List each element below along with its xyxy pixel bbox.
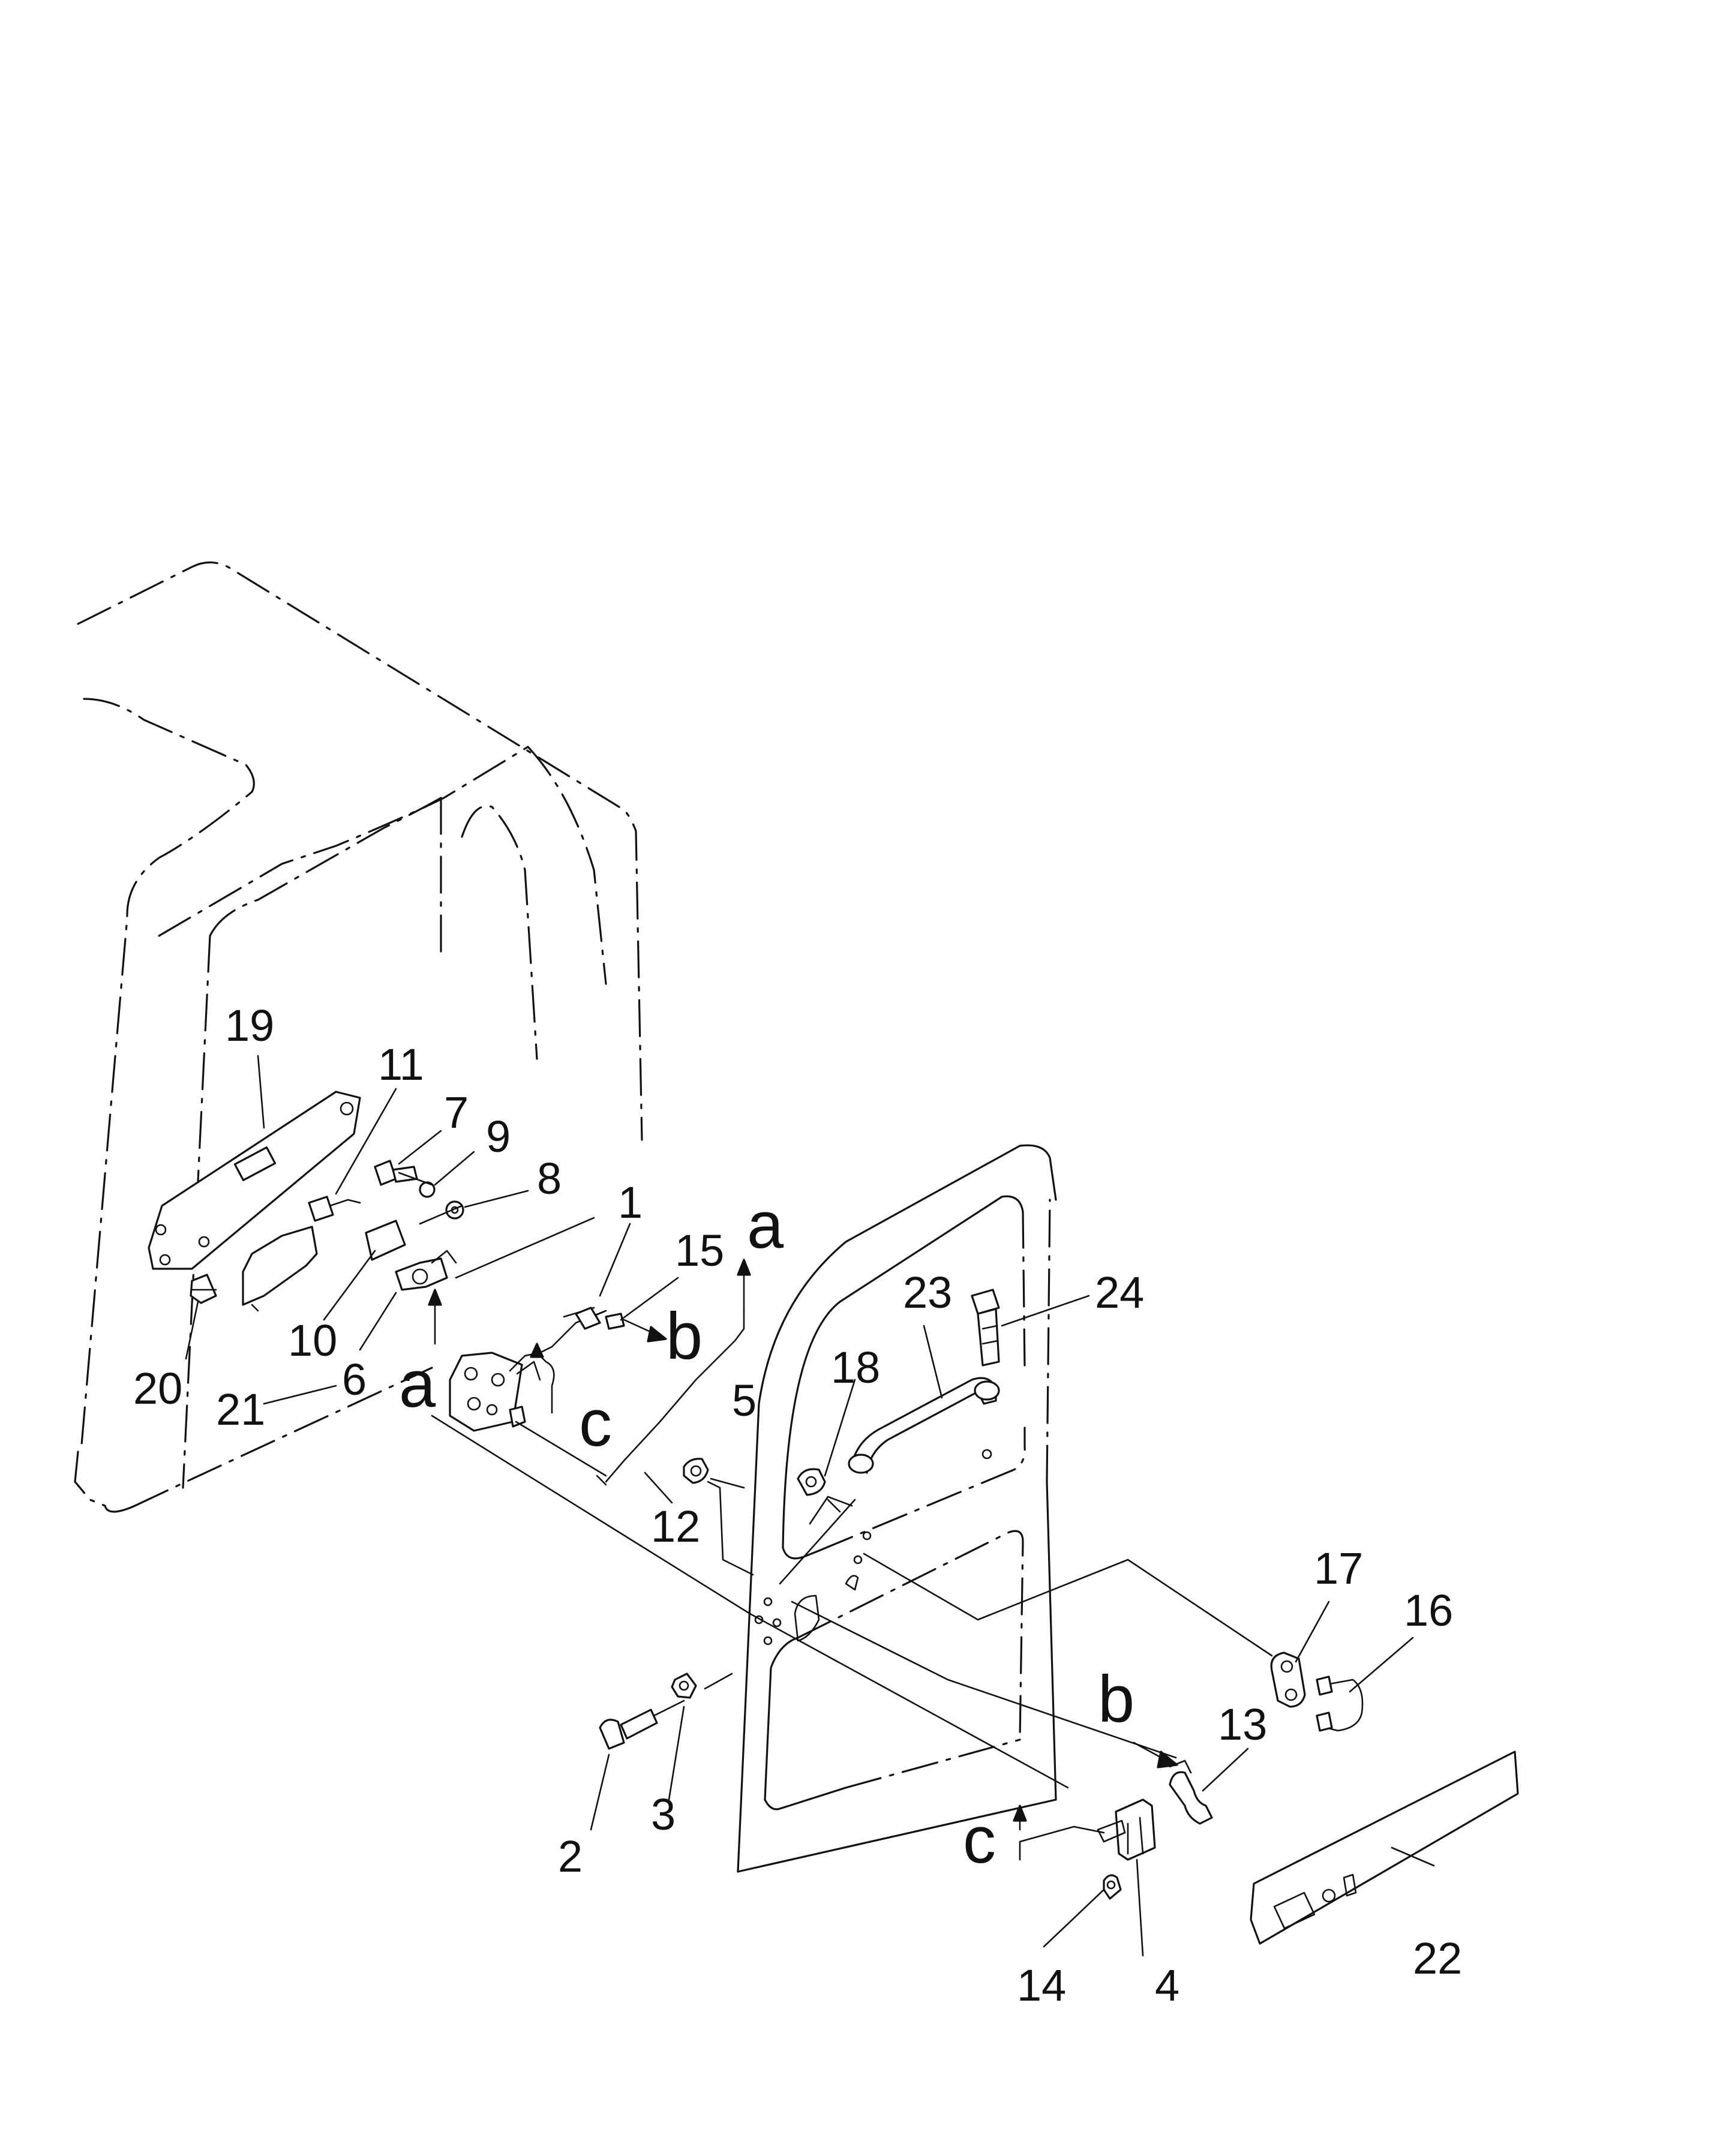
callout-5: 5 [732, 1376, 757, 1425]
callout-4: 4 [1155, 1960, 1179, 2010]
nut-3 [671, 1672, 697, 1699]
callout-18: 18 [831, 1343, 880, 1392]
grab-handle-23 [848, 1377, 1000, 1474]
callout-6: 6 [342, 1355, 367, 1404]
outer-handle-4 [1097, 1798, 1156, 1861]
reference-lines [398, 1172, 1273, 1789]
callout-13: 13 [1218, 1699, 1267, 1749]
view-letter-c-bottom: c [963, 1803, 996, 1877]
callout-1: 1 [618, 1178, 643, 1227]
washer-8 [445, 1200, 464, 1220]
leader-lines [185, 1055, 1435, 1957]
callout-21: 21 [216, 1385, 265, 1434]
callout-2: 2 [558, 1831, 583, 1881]
screw-2 [599, 1708, 658, 1750]
door-outline [737, 1144, 1057, 1873]
view-letter-a-right: a [747, 1188, 784, 1262]
cab-outline [74, 561, 643, 1513]
callout-23: 23 [903, 1268, 952, 1317]
callout-7: 7 [444, 1088, 469, 1137]
callout-8: 8 [537, 1154, 562, 1203]
callout-10: 10 [288, 1316, 337, 1365]
cover-21 [242, 1226, 318, 1306]
clip-15 [575, 1307, 625, 1330]
striker-10 [365, 1220, 406, 1261]
bolt-7 [374, 1160, 418, 1186]
screw-14 [1103, 1874, 1122, 1900]
view-letter-b-top: b [666, 1299, 703, 1373]
bracket-16 [1316, 1675, 1364, 1732]
handle-13 [1169, 1759, 1213, 1825]
callout-labels: 19 11 7 9 8 1 15 23 24 18 5 12 10 6 20 2… [133, 1001, 1462, 2010]
view-letter-b-bottom: b [1098, 1662, 1134, 1736]
lock-assembly-1 [449, 1307, 607, 1432]
callout-3: 3 [651, 1789, 676, 1839]
nut-5 [683, 1458, 709, 1484]
callout-24: 24 [1095, 1268, 1144, 1317]
view-letter-c-top: c [579, 1386, 612, 1460]
callout-11: 11 [378, 1040, 424, 1089]
callout-17: 17 [1314, 1544, 1363, 1593]
trim-plate-22 [1250, 1750, 1519, 1945]
callout-16: 16 [1404, 1586, 1453, 1635]
callout-22: 22 [1413, 1933, 1462, 1983]
callout-14: 14 [1017, 1960, 1066, 2010]
striker-bracket-6 [395, 1250, 457, 1291]
callout-20: 20 [133, 1364, 182, 1413]
striker-plate-19 [148, 1091, 361, 1270]
bolt-24 [971, 1289, 1000, 1367]
small-screw-11 [308, 1196, 361, 1222]
callout-19: 19 [225, 1001, 274, 1050]
rod-12 [596, 1310, 745, 1486]
view-letter-a-left: a [399, 1347, 436, 1421]
view-letters: a a b b c c [399, 1188, 1134, 1877]
view-arrows [428, 1259, 1178, 1861]
callout-9: 9 [486, 1112, 511, 1161]
nut-18 [797, 1468, 826, 1496]
callout-12: 12 [651, 1502, 700, 1551]
bumper-20 [190, 1274, 217, 1304]
plate-17 [1270, 1651, 1306, 1708]
callout-15: 15 [675, 1226, 724, 1275]
